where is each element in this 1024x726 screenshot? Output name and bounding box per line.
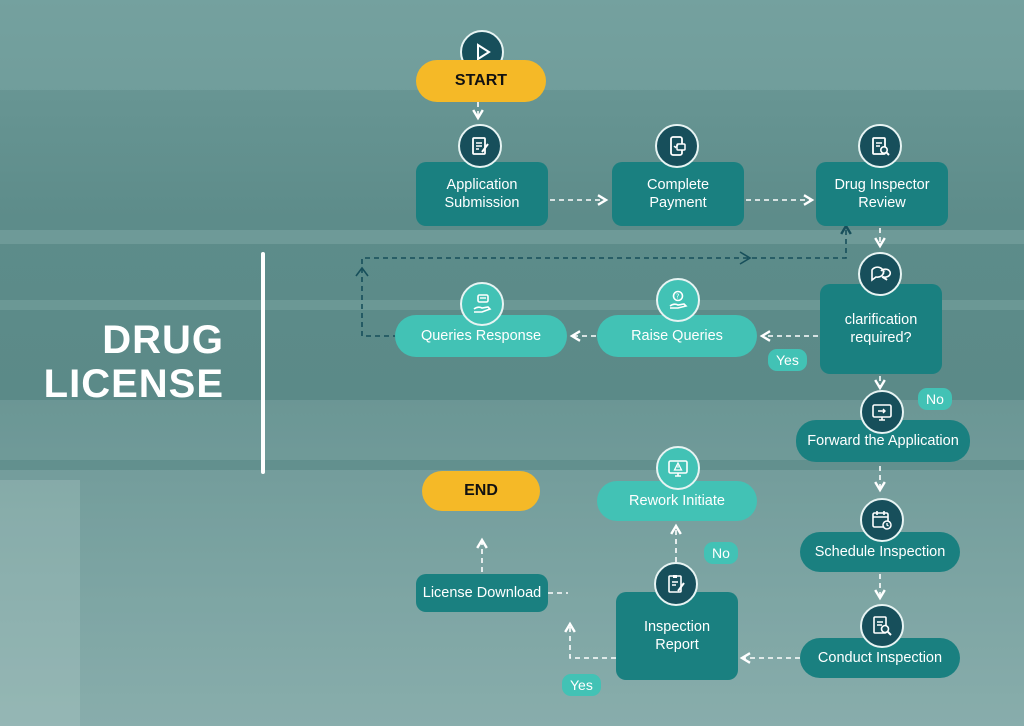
svg-text:?: ? <box>883 269 886 276</box>
hand-question-icon: ? <box>656 278 700 322</box>
arrow-report-to-license <box>570 624 616 658</box>
license-download-node: License Download <box>416 574 548 612</box>
document-search-icon <box>860 604 904 648</box>
application-submission-node: Application Submission <box>416 162 548 226</box>
yes-label-queries: Yes <box>768 349 807 371</box>
hand-message-icon <box>460 282 504 326</box>
mobile-payment-icon <box>655 124 699 168</box>
no-label-rework: No <box>704 542 738 564</box>
clipboard-pen-icon <box>654 562 698 606</box>
clarification-required-node: clarification required? <box>820 284 942 374</box>
drug-inspector-review-node: Drug Inspector Review <box>816 162 948 226</box>
monitor-alert-icon <box>656 446 700 490</box>
no-label-forward: No <box>918 388 952 410</box>
start-node: START <box>416 60 546 102</box>
svg-text:?: ? <box>676 293 680 301</box>
clipboard-search-icon <box>858 124 902 168</box>
calendar-clock-icon <box>860 498 904 542</box>
chat-question-icon: ? <box>858 252 902 296</box>
yes-label-license: Yes <box>562 674 601 696</box>
end-node: END <box>422 471 540 511</box>
monitor-send-icon <box>860 390 904 434</box>
form-edit-icon <box>458 124 502 168</box>
complete-payment-node: Complete Payment <box>612 162 744 226</box>
